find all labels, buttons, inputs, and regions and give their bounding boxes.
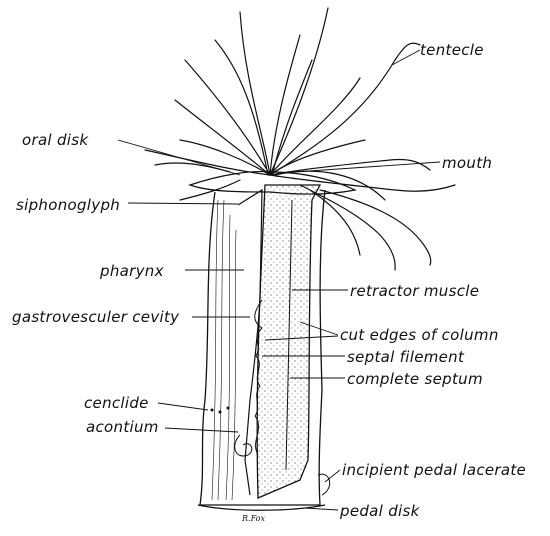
label-acontium: acontium — [86, 418, 159, 436]
pharynx-wall — [237, 188, 263, 496]
label-oral-disk: oral disk — [22, 131, 89, 149]
label-complete-septum: complete septum — [347, 370, 483, 388]
label-siphonoglyph: siphonoglyph — [16, 196, 121, 214]
cinclide-pore — [226, 406, 230, 410]
pedal-disk-outline — [197, 504, 326, 511]
retractor-muscle-line — [285, 199, 293, 471]
label-cinclide: cenclide — [84, 394, 149, 412]
column-striations — [211, 199, 237, 501]
tentacles — [144, 7, 456, 271]
cinclide-pore — [218, 410, 222, 414]
cinclide-pore — [210, 408, 214, 412]
label-mouth: mouth — [442, 154, 493, 172]
pedal-lacerate — [317, 473, 331, 496]
label-septal-filament: septal filement — [347, 348, 465, 366]
label-gastrovascular-cavity: gastrovesculer cevity — [12, 308, 180, 326]
column-body — [199, 189, 326, 506]
septal-filament-edge — [254, 299, 263, 456]
label-pharynx: pharynx — [100, 262, 164, 280]
label-cut-edges: cut edges of column — [340, 326, 499, 344]
label-tentacle: tentecle — [420, 41, 484, 59]
artist-signature: R.Fox — [242, 514, 266, 523]
acontium-coil — [234, 434, 253, 457]
oral-disk — [188, 171, 357, 195]
label-retractor-muscle: retractor muscle — [350, 282, 480, 300]
leader-lines — [117, 49, 441, 511]
label-pedal-disk: pedal disk — [340, 502, 420, 520]
label-incipient-pedal-lacerate: incipient pedal lacerate — [342, 461, 527, 479]
